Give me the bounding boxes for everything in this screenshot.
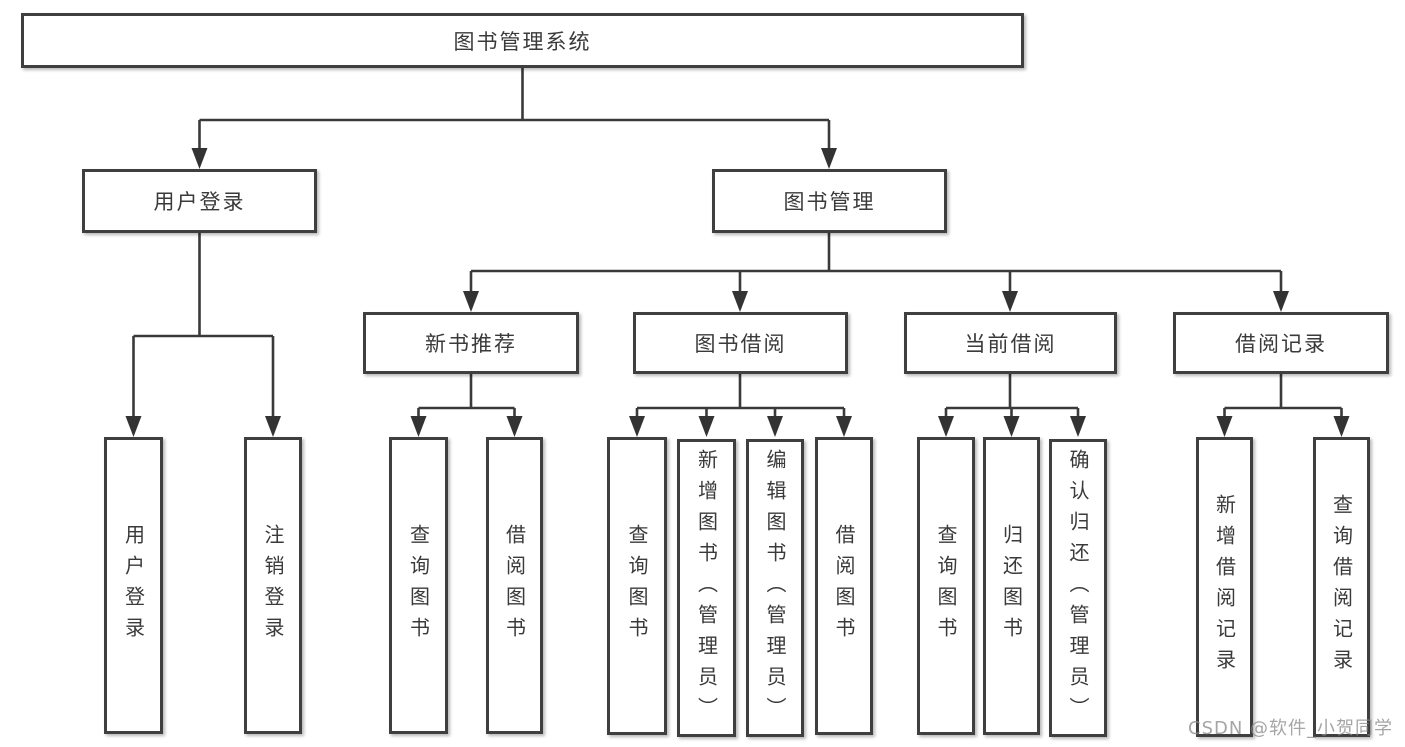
node-user-login: 用户登录 xyxy=(82,169,317,233)
leaf-query-books-2: 查询图书 xyxy=(607,437,667,735)
leaf-query-books-1-label: 查询图书 xyxy=(406,523,431,648)
leaf-return-book-label: 归还图书 xyxy=(999,524,1024,648)
node-book-borrowing-label: 图书借阅 xyxy=(694,332,787,356)
node-new-book-recommend-label: 新书推荐 xyxy=(425,332,517,356)
node-book-management-label: 图书管理 xyxy=(783,190,876,214)
node-new-book-recommend: 新书推荐 xyxy=(363,312,579,374)
leaf-edit-book-admin: 编辑图书（管理员） xyxy=(746,439,804,737)
node-current-borrowing-label: 当前借阅 xyxy=(964,332,1057,356)
leaf-query-books-2-label: 查询图书 xyxy=(625,524,649,648)
leaf-query-borrow-record-label: 查询借阅记录 xyxy=(1329,494,1354,680)
node-library-system-label: 图书管理系统 xyxy=(453,29,592,54)
leaf-query-books-1: 查询图书 xyxy=(389,437,448,734)
csdn-watermark: CSDN @软件_小贺同学 xyxy=(1188,718,1394,739)
leaf-add-borrow-record-label: 新增借阅记录 xyxy=(1212,494,1237,680)
leaf-borrow-books-1: 借阅图书 xyxy=(486,437,543,734)
leaf-logout-label: 注销登录 xyxy=(261,523,285,648)
leaf-borrow-books-1-label: 借阅图书 xyxy=(502,523,527,648)
leaf-add-borrow-record: 新增借阅记录 xyxy=(1196,437,1253,737)
leaf-return-book: 归还图书 xyxy=(983,437,1040,735)
node-book-borrowing: 图书借阅 xyxy=(633,312,848,374)
leaf-query-borrow-record: 查询借阅记录 xyxy=(1313,437,1370,737)
leaf-user-login: 用户登录 xyxy=(104,437,163,734)
node-user-login-label: 用户登录 xyxy=(153,190,246,214)
node-current-borrowing: 当前借阅 xyxy=(904,312,1117,374)
leaf-confirm-return-admin: 确认归还（管理员） xyxy=(1049,439,1107,737)
leaf-edit-book-admin-label: 编辑图书（管理员） xyxy=(763,448,787,728)
leaf-borrow-books-2-label: 借阅图书 xyxy=(832,524,856,648)
node-book-management: 图书管理 xyxy=(712,169,947,233)
leaf-user-login-label: 用户登录 xyxy=(121,523,146,648)
node-borrowing-records: 借阅记录 xyxy=(1173,312,1389,374)
leaf-query-books-3: 查询图书 xyxy=(917,437,975,735)
leaf-query-books-3-label: 查询图书 xyxy=(934,524,958,648)
leaf-logout: 注销登录 xyxy=(244,437,302,734)
leaf-add-book-admin: 新增图书（管理员） xyxy=(677,439,736,737)
leaf-add-book-admin-label: 新增图书（管理员） xyxy=(694,448,719,728)
leaf-borrow-books-2: 借阅图书 xyxy=(815,437,873,735)
node-library-system: 图书管理系统 xyxy=(21,13,1024,68)
node-borrowing-records-label: 借阅记录 xyxy=(1235,332,1327,356)
leaf-confirm-return-admin-label: 确认归还（管理员） xyxy=(1066,448,1090,728)
